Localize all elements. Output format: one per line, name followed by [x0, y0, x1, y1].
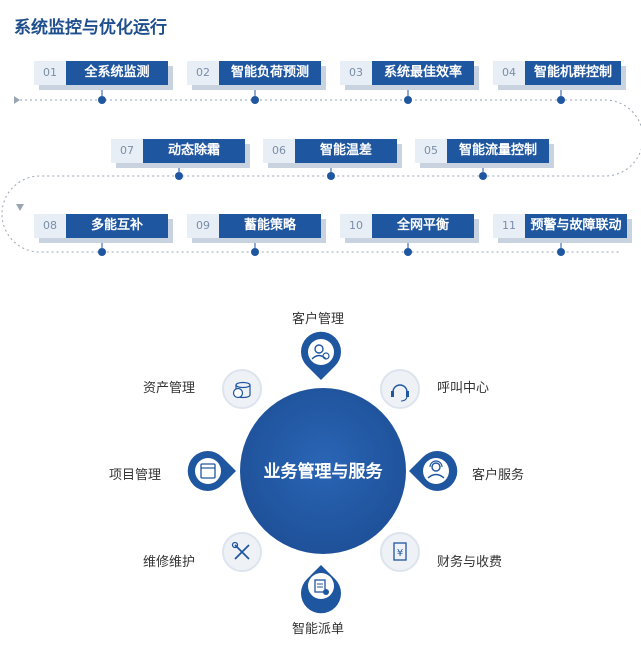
finance-icon: ¥: [380, 532, 420, 572]
hub-center-label: 业务管理与服务: [264, 461, 384, 482]
flow-dot-07: [175, 172, 183, 180]
flow-dot-06: [327, 172, 335, 180]
customer-service-pin: [409, 450, 458, 491]
customer-mgmt-pin: [300, 331, 341, 380]
flow-arrow-down: [16, 204, 24, 211]
call-center-icon: [380, 369, 420, 409]
flow-dot-10: [404, 248, 412, 256]
hub-center-circle: [240, 388, 406, 554]
flow-dot-11: [557, 248, 565, 256]
flow-dot-08: [98, 248, 106, 256]
svg-text:¥: ¥: [397, 548, 403, 559]
finance-label: 财务与收费: [437, 555, 503, 570]
flow-dot-05: [479, 172, 487, 180]
dispatch-pin: [300, 565, 341, 614]
flow-dot-02: [251, 96, 259, 104]
maintenance-label: 维修维护: [143, 555, 196, 570]
asset-mgmt-icon: [222, 369, 262, 409]
customer-service-label: 客户服务: [472, 468, 525, 483]
flow-dot-09: [251, 248, 259, 256]
flow-dot-01: [98, 96, 106, 104]
flow-dot-03: [404, 96, 412, 104]
flow-dot-04: [557, 96, 565, 104]
flow-arrow-right: [14, 96, 20, 104]
dispatch-label: 智能派单: [292, 622, 345, 637]
customer-mgmt-label: 客户管理: [292, 312, 345, 327]
maintenance-icon: [222, 532, 262, 572]
asset-mgmt-label: 资产管理: [143, 381, 196, 396]
project-mgmt-label: 项目管理: [109, 468, 162, 483]
project-mgmt-pin: [187, 451, 236, 491]
page-title: 系统监控与优化运行: [14, 18, 167, 38]
call-center-label: 呼叫中心: [437, 381, 490, 396]
